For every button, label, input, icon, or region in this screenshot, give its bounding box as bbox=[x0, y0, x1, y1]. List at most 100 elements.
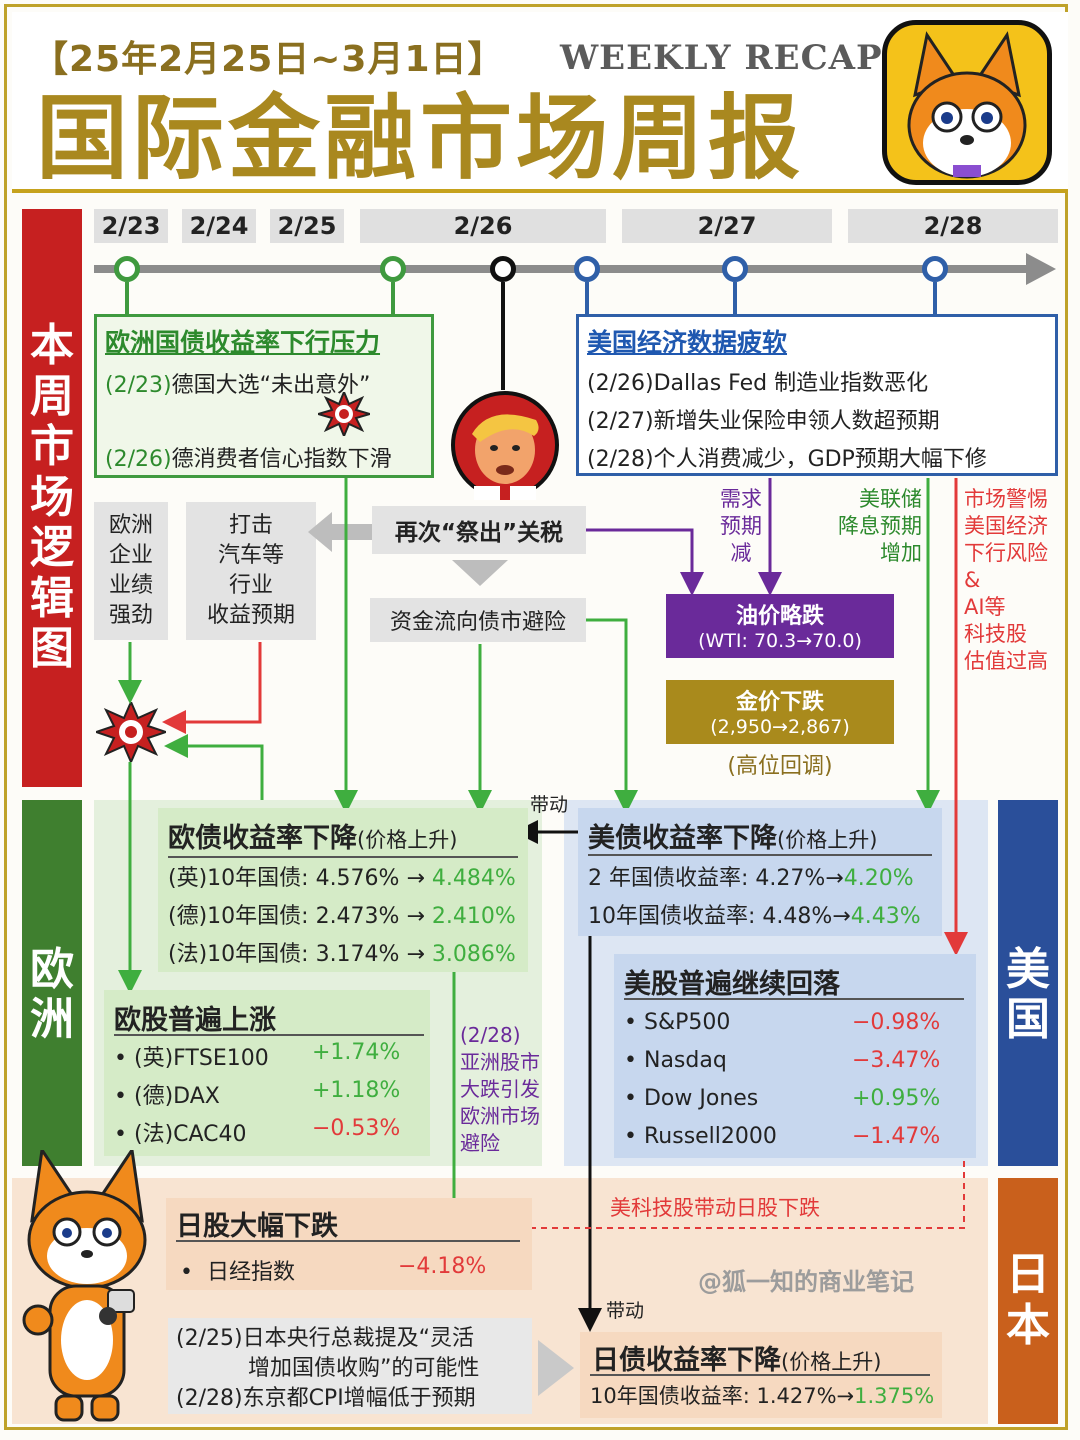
connector bbox=[391, 282, 395, 314]
title-suffix: (价格上升) bbox=[777, 828, 878, 852]
us-stock-row: • Russell2000 bbox=[624, 1124, 777, 1149]
drive-label: 带动 bbox=[530, 794, 569, 816]
logic-char: 辑 bbox=[30, 572, 74, 624]
eu-earnings-line: 强劲 bbox=[108, 603, 153, 628]
item-date: (2/23) bbox=[105, 373, 172, 398]
timeline-node bbox=[490, 256, 516, 282]
connector bbox=[733, 282, 737, 314]
eu-bond-pressure-box: 欧洲国债收益率下行压力 (2/23)德国大选“未出意外” (2/26)德消费者信… bbox=[94, 314, 434, 478]
title-suffix: (价格上升) bbox=[781, 1350, 882, 1374]
logic-char: 本 bbox=[30, 319, 74, 371]
oil-detail: (WTI: 70.3→70.0) bbox=[698, 630, 862, 652]
timeline-date: 2/24 bbox=[182, 209, 256, 243]
stock-value: +1.74% bbox=[312, 1040, 401, 1065]
stock-value: +1.18% bbox=[312, 1078, 401, 1103]
demand-line: 减 bbox=[730, 541, 752, 565]
jp-bond-row: 10年国债收益率: 1.427%→1.375% bbox=[590, 1380, 934, 1410]
market-alert-label: 市场警惕 美国经济 下行风险 & AI等 科技股 估值过高 bbox=[964, 486, 1060, 675]
bond-value: 2.410% bbox=[431, 904, 516, 929]
eu-stocks-title: 欧股普遍上涨 bbox=[114, 1005, 276, 1036]
stock-name: Dow Jones bbox=[643, 1086, 759, 1111]
alert-line: 下行风险 bbox=[964, 541, 1048, 565]
stock-value: −4.18% bbox=[398, 1254, 487, 1279]
connector bbox=[501, 282, 505, 390]
divider bbox=[590, 1374, 930, 1376]
hit-auto-text: 打击 汽车等 行业 收益预期 bbox=[207, 511, 295, 631]
us-char: 国 bbox=[1006, 994, 1050, 1046]
hit-auto-box: 打击 汽车等 行业 收益预期 bbox=[186, 502, 316, 640]
logic-char: 周 bbox=[30, 370, 74, 422]
fed-line: 增加 bbox=[880, 541, 922, 565]
asia-note: (2/28) 亚洲股市 大跌引发 欧洲市场 避险 bbox=[460, 1022, 556, 1157]
alert-line: 市场警惕 bbox=[964, 487, 1048, 511]
divider bbox=[588, 854, 932, 856]
timeline-arrow-icon bbox=[1026, 253, 1056, 285]
weekly-recap-label: WEEKLY RECAP bbox=[560, 38, 883, 78]
timeline-node bbox=[574, 256, 600, 282]
us-stock-row: • Nasdaq bbox=[624, 1048, 727, 1073]
stock-name: (德)DAX bbox=[133, 1084, 220, 1109]
fed-line: 降息预期 bbox=[838, 514, 922, 538]
connector bbox=[125, 282, 129, 314]
stock-name: Nasdaq bbox=[643, 1048, 727, 1073]
oil-title: 油价略跌 bbox=[735, 604, 824, 629]
eu-earnings-box: 欧洲 企业 业绩 强劲 bbox=[94, 502, 168, 640]
jp-events-box: (2/25)日本央行总裁提及“灵活 增加国债收购”的可能性 (2/28)东京都C… bbox=[168, 1318, 532, 1414]
hit-auto-line: 收益预期 bbox=[206, 603, 295, 628]
asia-note-line: 亚洲股市 bbox=[460, 1050, 540, 1074]
us-data-box: 美国经济数据疲软 (2/26)Dallas Fed 制造业指数恶化 (2/27)… bbox=[576, 314, 1058, 476]
drive-label: 带动 bbox=[606, 1300, 645, 1322]
watermark: @狐一知的商业笔记 bbox=[698, 1268, 914, 1296]
eu-earnings-line: 业绩 bbox=[108, 573, 153, 598]
stock-name: Russell2000 bbox=[643, 1124, 777, 1149]
europe-char: 洲 bbox=[30, 994, 74, 1046]
us-data-item: (2/28)个人消费减少，GDP预期大幅下修 bbox=[587, 447, 987, 472]
us-data-item: (2/26)Dallas Fed 制造业指数恶化 bbox=[587, 371, 929, 396]
eu-stock-row: • (德)DAX bbox=[114, 1084, 220, 1109]
title-suffix: (价格上升) bbox=[357, 828, 458, 852]
divider bbox=[114, 1034, 424, 1036]
us-stock-row: • S&P500 bbox=[624, 1010, 731, 1035]
asia-note-line: 大跌引发 bbox=[460, 1077, 540, 1101]
gold-note: (高位回调) bbox=[727, 754, 833, 779]
alert-line: 估值过高 bbox=[964, 649, 1048, 673]
versus-burst-icon bbox=[318, 392, 370, 436]
asia-note-line: 避险 bbox=[460, 1131, 500, 1155]
logic-char: 市 bbox=[30, 421, 74, 473]
bond-label: (德)10年国债: 2.473% → bbox=[168, 904, 425, 929]
eu-bonds-panel: 欧债收益率下降(价格上升) (英)10年国债: 4.576% → 4.484% … bbox=[158, 808, 528, 972]
us-side-label: 美 国 bbox=[998, 800, 1058, 1166]
tariff-box: 再次“祭出”关税 bbox=[372, 506, 586, 554]
us-tech-note: 美科技股带动日股下跌 bbox=[610, 1196, 820, 1220]
timeline-date: 2/28 bbox=[848, 209, 1058, 243]
eu-earnings-line: 欧洲 bbox=[108, 513, 153, 538]
timeline-axis bbox=[94, 265, 1034, 273]
fed-label: 美联储 降息预期 增加 bbox=[826, 486, 922, 567]
bond-value: 4.484% bbox=[431, 866, 516, 891]
stock-name: (英)FTSE100 bbox=[133, 1046, 269, 1071]
jp-stock-row: • 日经指数 bbox=[180, 1260, 295, 1285]
stock-name: (法)CAC40 bbox=[133, 1122, 247, 1147]
item-text: 德国大选“未出意外” bbox=[171, 373, 371, 398]
eu-bond-row: (英)10年国债: 4.576% → 4.484% bbox=[168, 860, 516, 892]
alert-line: & bbox=[964, 568, 981, 592]
logic-char: 逻 bbox=[30, 522, 74, 574]
bond-label: 2 年国债收益率: 4.27%→ bbox=[588, 866, 844, 891]
versus-burst-icon bbox=[96, 702, 166, 762]
alert-line: 科技股 bbox=[964, 622, 1027, 646]
us-bond-row: 2 年国债收益率: 4.27%→4.20% bbox=[588, 860, 914, 892]
logic-side-label: 本 周 市 场 逻 辑 图 bbox=[22, 209, 82, 787]
divider bbox=[176, 1240, 520, 1242]
us-data-item: (2/27)新增失业保险申领人数超预期 bbox=[587, 409, 940, 434]
us-bonds-panel: 美债收益率下降(价格上升) 2 年国债收益率: 4.27%→4.20% 10年国… bbox=[578, 808, 942, 936]
timeline-node bbox=[114, 256, 140, 282]
asia-note-line: 欧洲市场 bbox=[460, 1104, 540, 1128]
stock-value: +0.95% bbox=[852, 1086, 941, 1111]
stock-value: −0.53% bbox=[312, 1116, 401, 1141]
us-char: 美 bbox=[1006, 943, 1050, 995]
europe-char: 欧 bbox=[30, 943, 74, 995]
fox-reporter-mascot-icon bbox=[12, 1145, 162, 1430]
eu-stock-row: • (法)CAC40 bbox=[114, 1122, 247, 1147]
